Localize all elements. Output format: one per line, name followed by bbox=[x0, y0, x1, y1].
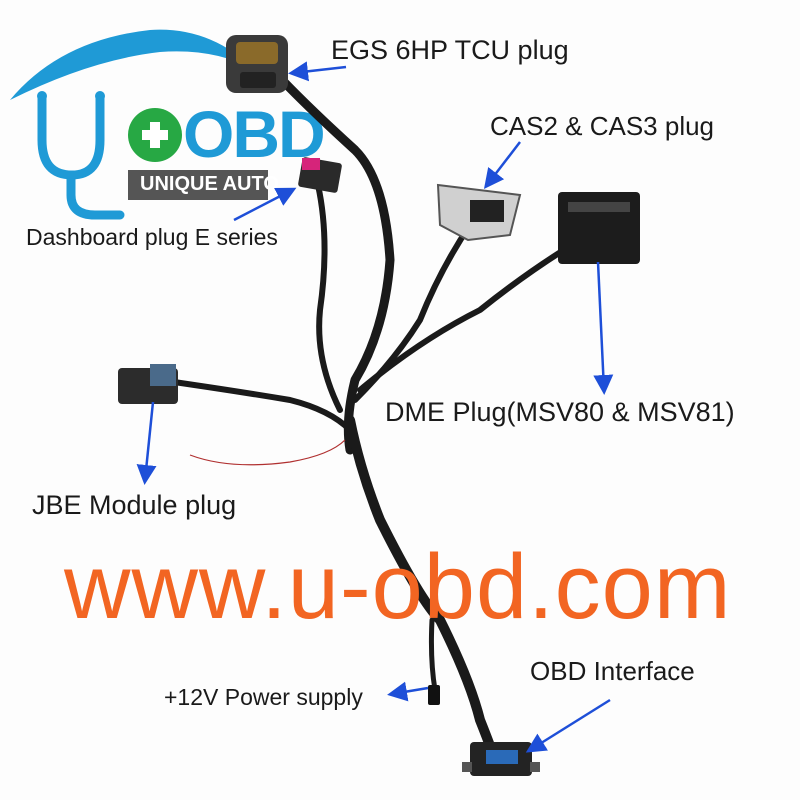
jbe-connector bbox=[118, 364, 178, 404]
callout-arrows bbox=[136, 61, 614, 753]
logo-tagline: UNIQUE AUTO bbox=[140, 173, 279, 195]
arrow-cas bbox=[483, 141, 521, 189]
label-dme-plug: DME Plug(MSV80 & MSV81) bbox=[385, 397, 735, 427]
obd-connector bbox=[462, 742, 540, 776]
arrow-egs bbox=[288, 61, 347, 82]
logo-text: OBD bbox=[183, 97, 326, 171]
thin-wire bbox=[189, 439, 346, 466]
arrow-jbe bbox=[136, 401, 157, 485]
arrow-obd bbox=[525, 698, 611, 753]
stethoscope-icon bbox=[37, 93, 125, 220]
arrow-dashboard bbox=[233, 187, 297, 222]
dashboard-connector bbox=[298, 157, 342, 193]
label-cas-plug: CAS2 & CAS3 plug bbox=[490, 111, 715, 141]
arrow-dme bbox=[593, 261, 614, 395]
egs-connector bbox=[226, 35, 288, 93]
dme-connector bbox=[558, 192, 640, 264]
arrow-power bbox=[387, 681, 429, 702]
power-plug bbox=[428, 685, 440, 705]
label-jbe-plug: JBE Module plug bbox=[32, 490, 237, 520]
label-power-supply: +12V Power supply bbox=[164, 684, 363, 710]
label-obd-interface: OBD Interface bbox=[530, 656, 695, 686]
logo-tag bbox=[128, 170, 268, 200]
watermark-url: www.u-obd.com bbox=[64, 536, 732, 638]
logo-swoosh bbox=[10, 29, 255, 101]
cable-bundle bbox=[157, 60, 583, 765]
label-dashboard-plug: Dashboard plug E series bbox=[26, 224, 278, 250]
cas-connector bbox=[436, 183, 522, 242]
label-egs-tcu-plug: EGS 6HP TCU plug bbox=[331, 35, 569, 65]
